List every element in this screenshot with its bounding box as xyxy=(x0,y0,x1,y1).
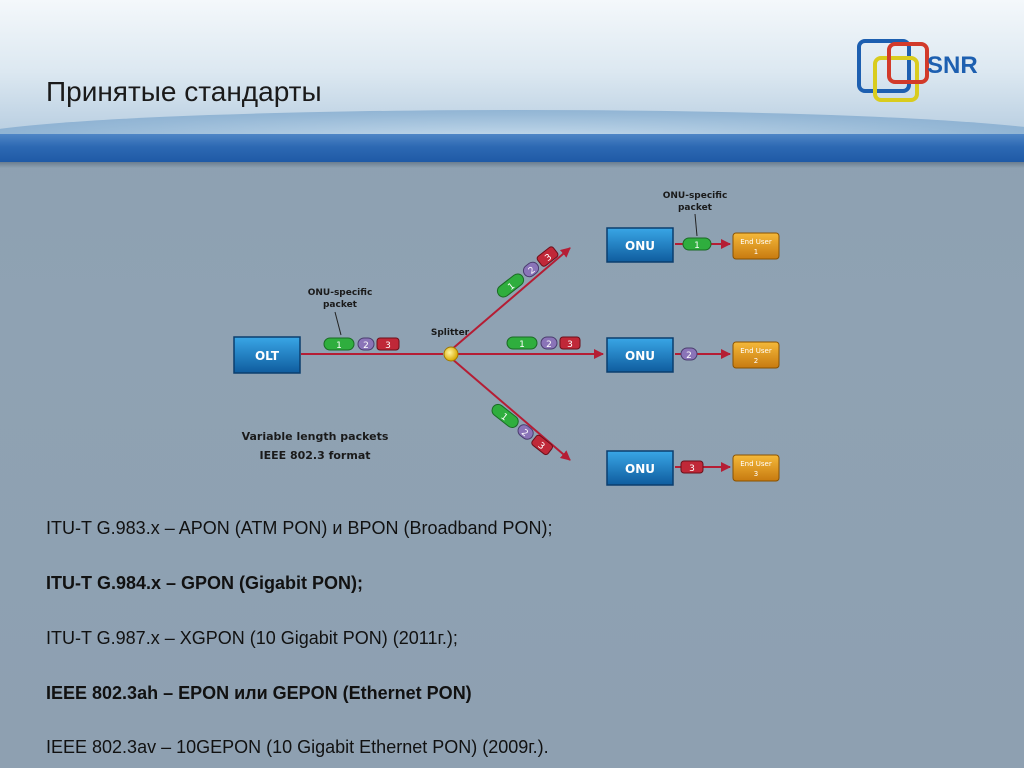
lower-branch-packets: 1 2 3 xyxy=(491,403,554,456)
logo-square-blue xyxy=(857,39,911,93)
olt-label: OLT xyxy=(255,349,280,363)
onu2-packet-label: 2 xyxy=(686,351,692,361)
callout-left-pointer xyxy=(334,311,342,336)
format-caption-2: IEEE 802.3 format xyxy=(260,449,371,462)
onu3-packet-label: 3 xyxy=(689,464,695,474)
onu3-packet xyxy=(680,460,704,474)
standard-item-5: IEEE 802.3av – 10GEPON (10 Gigabit Ether… xyxy=(46,737,549,757)
svg-text:1: 1 xyxy=(754,248,758,256)
snr-logo: SNR xyxy=(855,36,995,106)
onu-packet-callout-left-1: ONU-specific xyxy=(308,288,373,298)
svg-text:End User: End User xyxy=(740,460,772,468)
logo-square-red xyxy=(887,42,929,84)
onu-packet-callout-top-2: packet xyxy=(678,203,713,213)
packet-2 xyxy=(357,337,375,351)
middle-branch-packets: 1 2 3 xyxy=(506,336,581,350)
packet-2 xyxy=(517,424,534,440)
end-user-1: End User 1 xyxy=(732,232,780,260)
packet-1-label: 1 xyxy=(506,281,517,292)
packet-1 xyxy=(506,336,538,350)
svg-text:End User: End User xyxy=(740,347,772,355)
svg-text:3: 3 xyxy=(754,470,758,478)
onu-label-3: ONU xyxy=(625,462,655,476)
splitter-to-onu1-line xyxy=(450,247,571,351)
onu-label-2: ONU xyxy=(625,349,655,363)
onu-box-3 xyxy=(606,450,674,486)
svg-text:2: 2 xyxy=(754,357,758,365)
packet-1-label: 1 xyxy=(519,340,525,350)
standard-item-3: ITU-T G.987.x – XGPON (10 Gigabit PON) (… xyxy=(46,628,458,648)
packet-3-label: 3 xyxy=(543,252,554,263)
onu-packet-callout-left-2: packet xyxy=(323,300,358,310)
slide-title: Принятые стандарты xyxy=(46,76,322,107)
svg-text:End User: End User xyxy=(740,238,772,246)
packet-1 xyxy=(323,337,355,351)
format-caption-1: Variable length packets xyxy=(242,430,389,443)
callout-top-pointer xyxy=(694,213,698,237)
header-band xyxy=(0,134,1024,162)
packet-2-label: 2 xyxy=(546,340,552,350)
packet-1 xyxy=(491,403,519,429)
onu-box-1 xyxy=(606,227,674,263)
end-user-3: End User 3 xyxy=(732,454,780,482)
onu2-packet xyxy=(680,347,698,361)
packet-3 xyxy=(531,434,554,456)
packet-2 xyxy=(540,336,558,350)
olt-box xyxy=(233,336,301,374)
packet-3-label: 3 xyxy=(567,340,573,350)
packet-3-label: 3 xyxy=(385,341,391,351)
packet-2 xyxy=(522,261,540,278)
packet-2-label: 2 xyxy=(363,341,369,351)
standard-item-1: ITU-T G.983.x – APON (ATM PON) и BPON (B… xyxy=(46,518,553,538)
upper-branch-packets: 1 2 3 xyxy=(496,246,559,298)
end-user-2: End User 2 xyxy=(732,341,780,369)
splitter-label: Splitter xyxy=(431,328,470,338)
packet-1-label: 1 xyxy=(336,341,342,351)
standard-item-2: ITU-T G.984.x – GPON (Gigabit PON); xyxy=(46,573,364,593)
packet-1-label: 1 xyxy=(499,412,510,423)
splitter-node xyxy=(443,346,459,362)
onu1-packet xyxy=(682,237,712,251)
logo-square-yellow xyxy=(873,56,919,102)
header-band-shadow xyxy=(0,162,1024,168)
packet-3 xyxy=(376,337,400,351)
standard-item-4: IEEE 802.3ah – EPON или GEPON (Ethernet … xyxy=(46,683,472,703)
packet-2-label: 2 xyxy=(519,428,530,439)
packet-3-label: 3 xyxy=(536,441,547,452)
packet-3 xyxy=(536,246,559,267)
packet-3 xyxy=(559,336,581,350)
packet-2-label: 2 xyxy=(527,265,538,276)
logo-text: SNR xyxy=(927,52,978,79)
onu-packet-callout-top-1: ONU-specific xyxy=(663,191,728,201)
onu1-packet-label: 1 xyxy=(694,241,700,251)
onu-box-2 xyxy=(606,337,674,373)
onu-label-1: ONU xyxy=(625,239,655,253)
packet-1 xyxy=(496,273,525,298)
pon-diagram: OLT ONU-specific packet 1 2 3 Splitter 1… xyxy=(233,191,780,486)
olt-packets: 1 2 3 xyxy=(323,337,400,351)
